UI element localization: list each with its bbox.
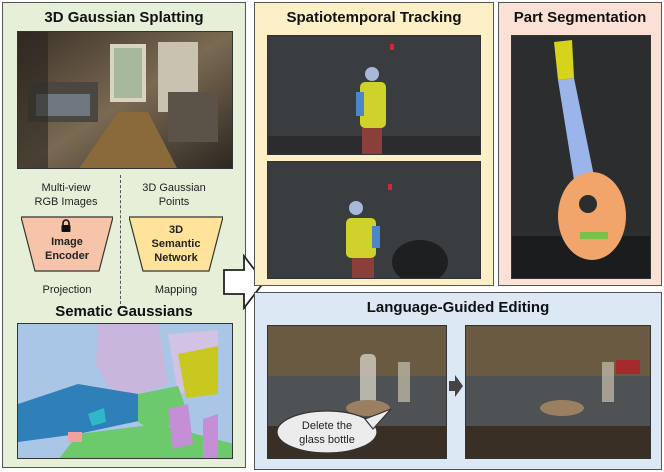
image-encoder-block: Image Encoder <box>21 215 113 273</box>
dashed-divider <box>120 175 121 309</box>
panel-title-tracking: Spatiotemporal Tracking <box>286 9 462 26</box>
image-encoder-label: Image Encoder <box>44 236 89 262</box>
segmentation-panel: Part Segmentation <box>498 2 662 286</box>
panel-title-editing: Language-Guided Editing <box>366 299 550 316</box>
gaussian-splatting-panel: 3D Gaussian Splatting Multi-view RGB Ima… <box>2 2 246 468</box>
room-render-image <box>17 31 233 169</box>
panel-title-gaussian-splatting: 3D Gaussian Splatting <box>44 9 204 26</box>
tracking-frame-top <box>267 35 481 155</box>
semantic-network-block: 3D Semantic Network <box>129 215 223 273</box>
semantic-gaussians-title: Sematic Gaussians <box>55 303 193 320</box>
edit-arrow-icon <box>449 375 463 397</box>
speech-bubble-text: Delete the glass bottle <box>299 420 355 446</box>
projection-label: Projection <box>42 284 92 296</box>
multiview-images-label: Multi-view RGB Images <box>34 182 98 208</box>
editing-panel: Language-Guided Editing Delete the glass… <box>254 292 662 470</box>
gaussian-points-label: 3D Gaussian Points <box>142 182 206 208</box>
tracking-panel: Spatiotemporal Tracking <box>254 2 494 286</box>
mapping-label: Mapping <box>154 284 198 296</box>
panel-title-segmentation: Part Segmentation <box>513 9 647 26</box>
semantic-gaussians-image <box>17 323 233 459</box>
speech-bubble: Delete the glass bottle <box>275 408 392 455</box>
editing-after-image <box>465 325 651 459</box>
tracking-frame-bottom <box>267 161 481 279</box>
ukulele-segmentation-image <box>511 35 651 279</box>
lock-icon <box>59 219 73 233</box>
semantic-network-label: 3D Semantic Network <box>151 224 201 264</box>
